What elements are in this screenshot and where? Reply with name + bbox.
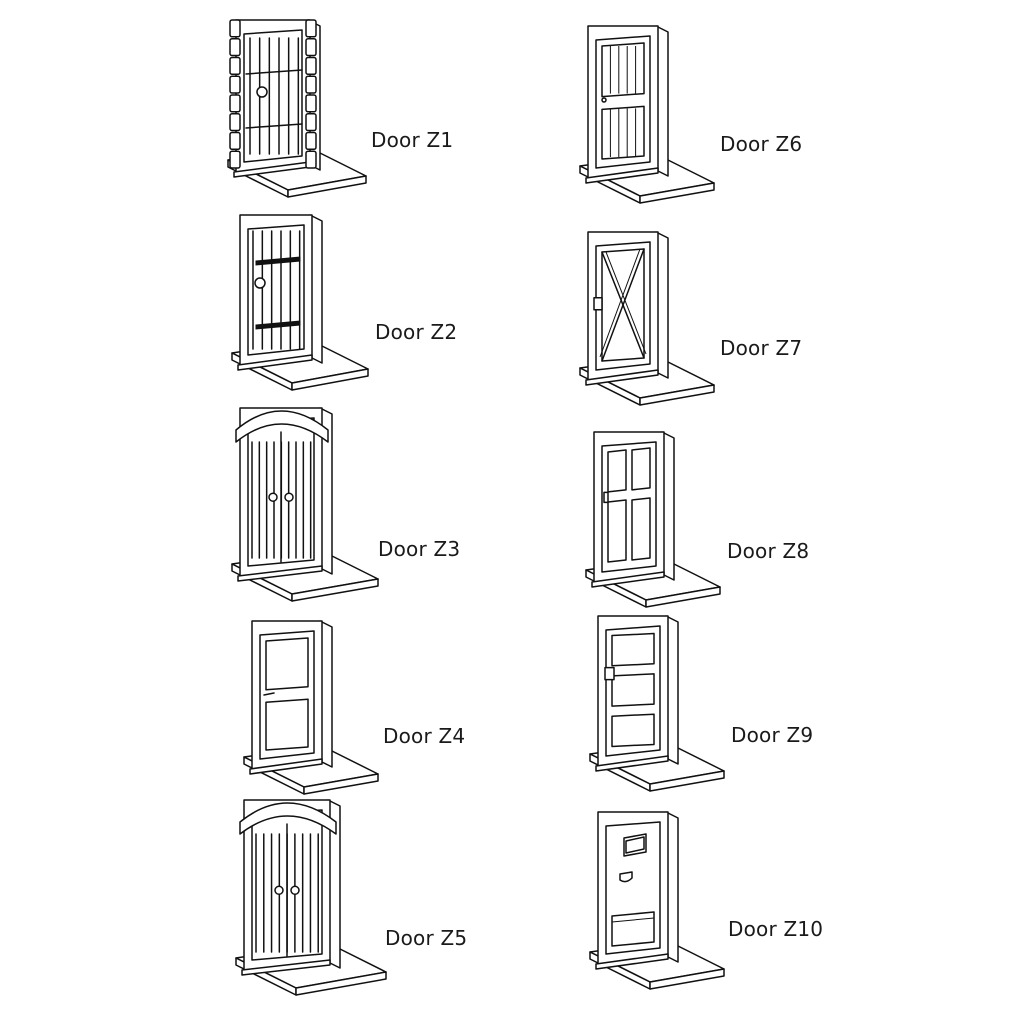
door-z8-drawing	[585, 431, 721, 608]
door-label-z4: Door Z4	[383, 724, 466, 748]
door-z10-drawing	[589, 811, 725, 990]
door-label-z2: Door Z2	[375, 320, 458, 344]
door-z6-drawing	[579, 25, 715, 204]
door-z9-drawing	[589, 615, 725, 792]
door-z4-drawing	[243, 620, 379, 795]
door-label-z1: Door Z1	[371, 128, 454, 152]
door-label-z6: Door Z6	[720, 132, 803, 156]
door-label-z9: Door Z9	[731, 723, 814, 747]
door-z7-drawing	[579, 231, 715, 406]
door-label-z5: Door Z5	[385, 926, 468, 950]
door-label-z7: Door Z7	[720, 336, 803, 360]
door-z5-drawing	[235, 799, 387, 996]
door-label-z3: Door Z3	[378, 537, 461, 561]
door-label-z10: Door Z10	[728, 917, 824, 941]
door-z1-drawing	[227, 19, 367, 198]
door-z2-drawing	[231, 214, 369, 391]
door-z3-drawing	[231, 407, 379, 602]
door-label-z8: Door Z8	[727, 539, 810, 563]
